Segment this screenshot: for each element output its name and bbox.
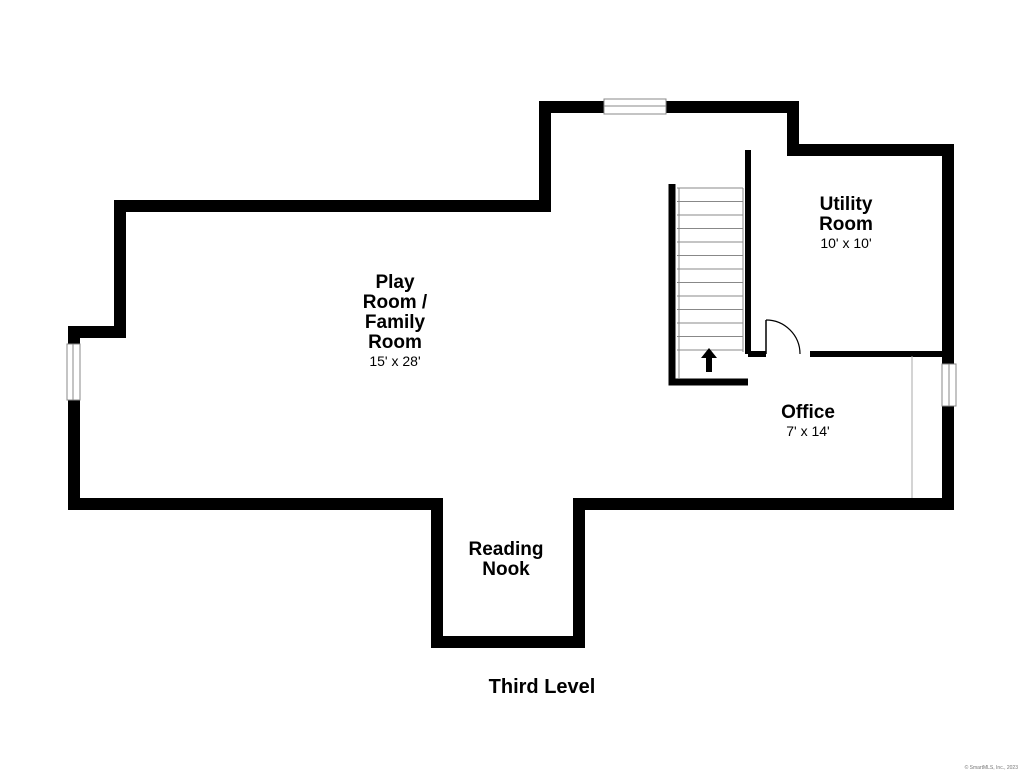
room-label-play-room: Play Room / Family Room 15' x 28' xyxy=(330,272,460,370)
copyright-notice: © SmartMLS, Inc., 2023 xyxy=(964,765,1018,771)
door-swing-arc xyxy=(765,319,801,355)
room-name-line: Office xyxy=(781,402,835,423)
room-name-line: Nook xyxy=(482,559,530,580)
room-name-line: Room / xyxy=(362,292,428,313)
room-name-line: Room xyxy=(368,332,422,353)
staircase xyxy=(677,187,744,378)
room-name-line: Room xyxy=(819,214,873,235)
room-dimensions: 10' x 10' xyxy=(820,235,872,251)
level-title: Third Level xyxy=(488,676,596,698)
room-name-line: Play xyxy=(375,272,415,293)
exterior-wall xyxy=(68,101,954,648)
stair-up-arrow xyxy=(701,348,717,372)
room-label-utility-room: Utility Room 10' x 10' xyxy=(796,194,896,252)
room-dimensions: 7' x 14' xyxy=(786,423,830,439)
room-label-reading-nook: Reading Nook xyxy=(456,540,556,580)
stair-wall xyxy=(668,184,748,386)
room-dimensions: 15' x 28' xyxy=(369,353,421,369)
room-label-office: Office 7' x 14' xyxy=(758,402,858,440)
room-name-line: Utility xyxy=(819,194,873,215)
room-name-line: Reading xyxy=(468,539,544,560)
room-name-line: Family xyxy=(364,312,426,333)
